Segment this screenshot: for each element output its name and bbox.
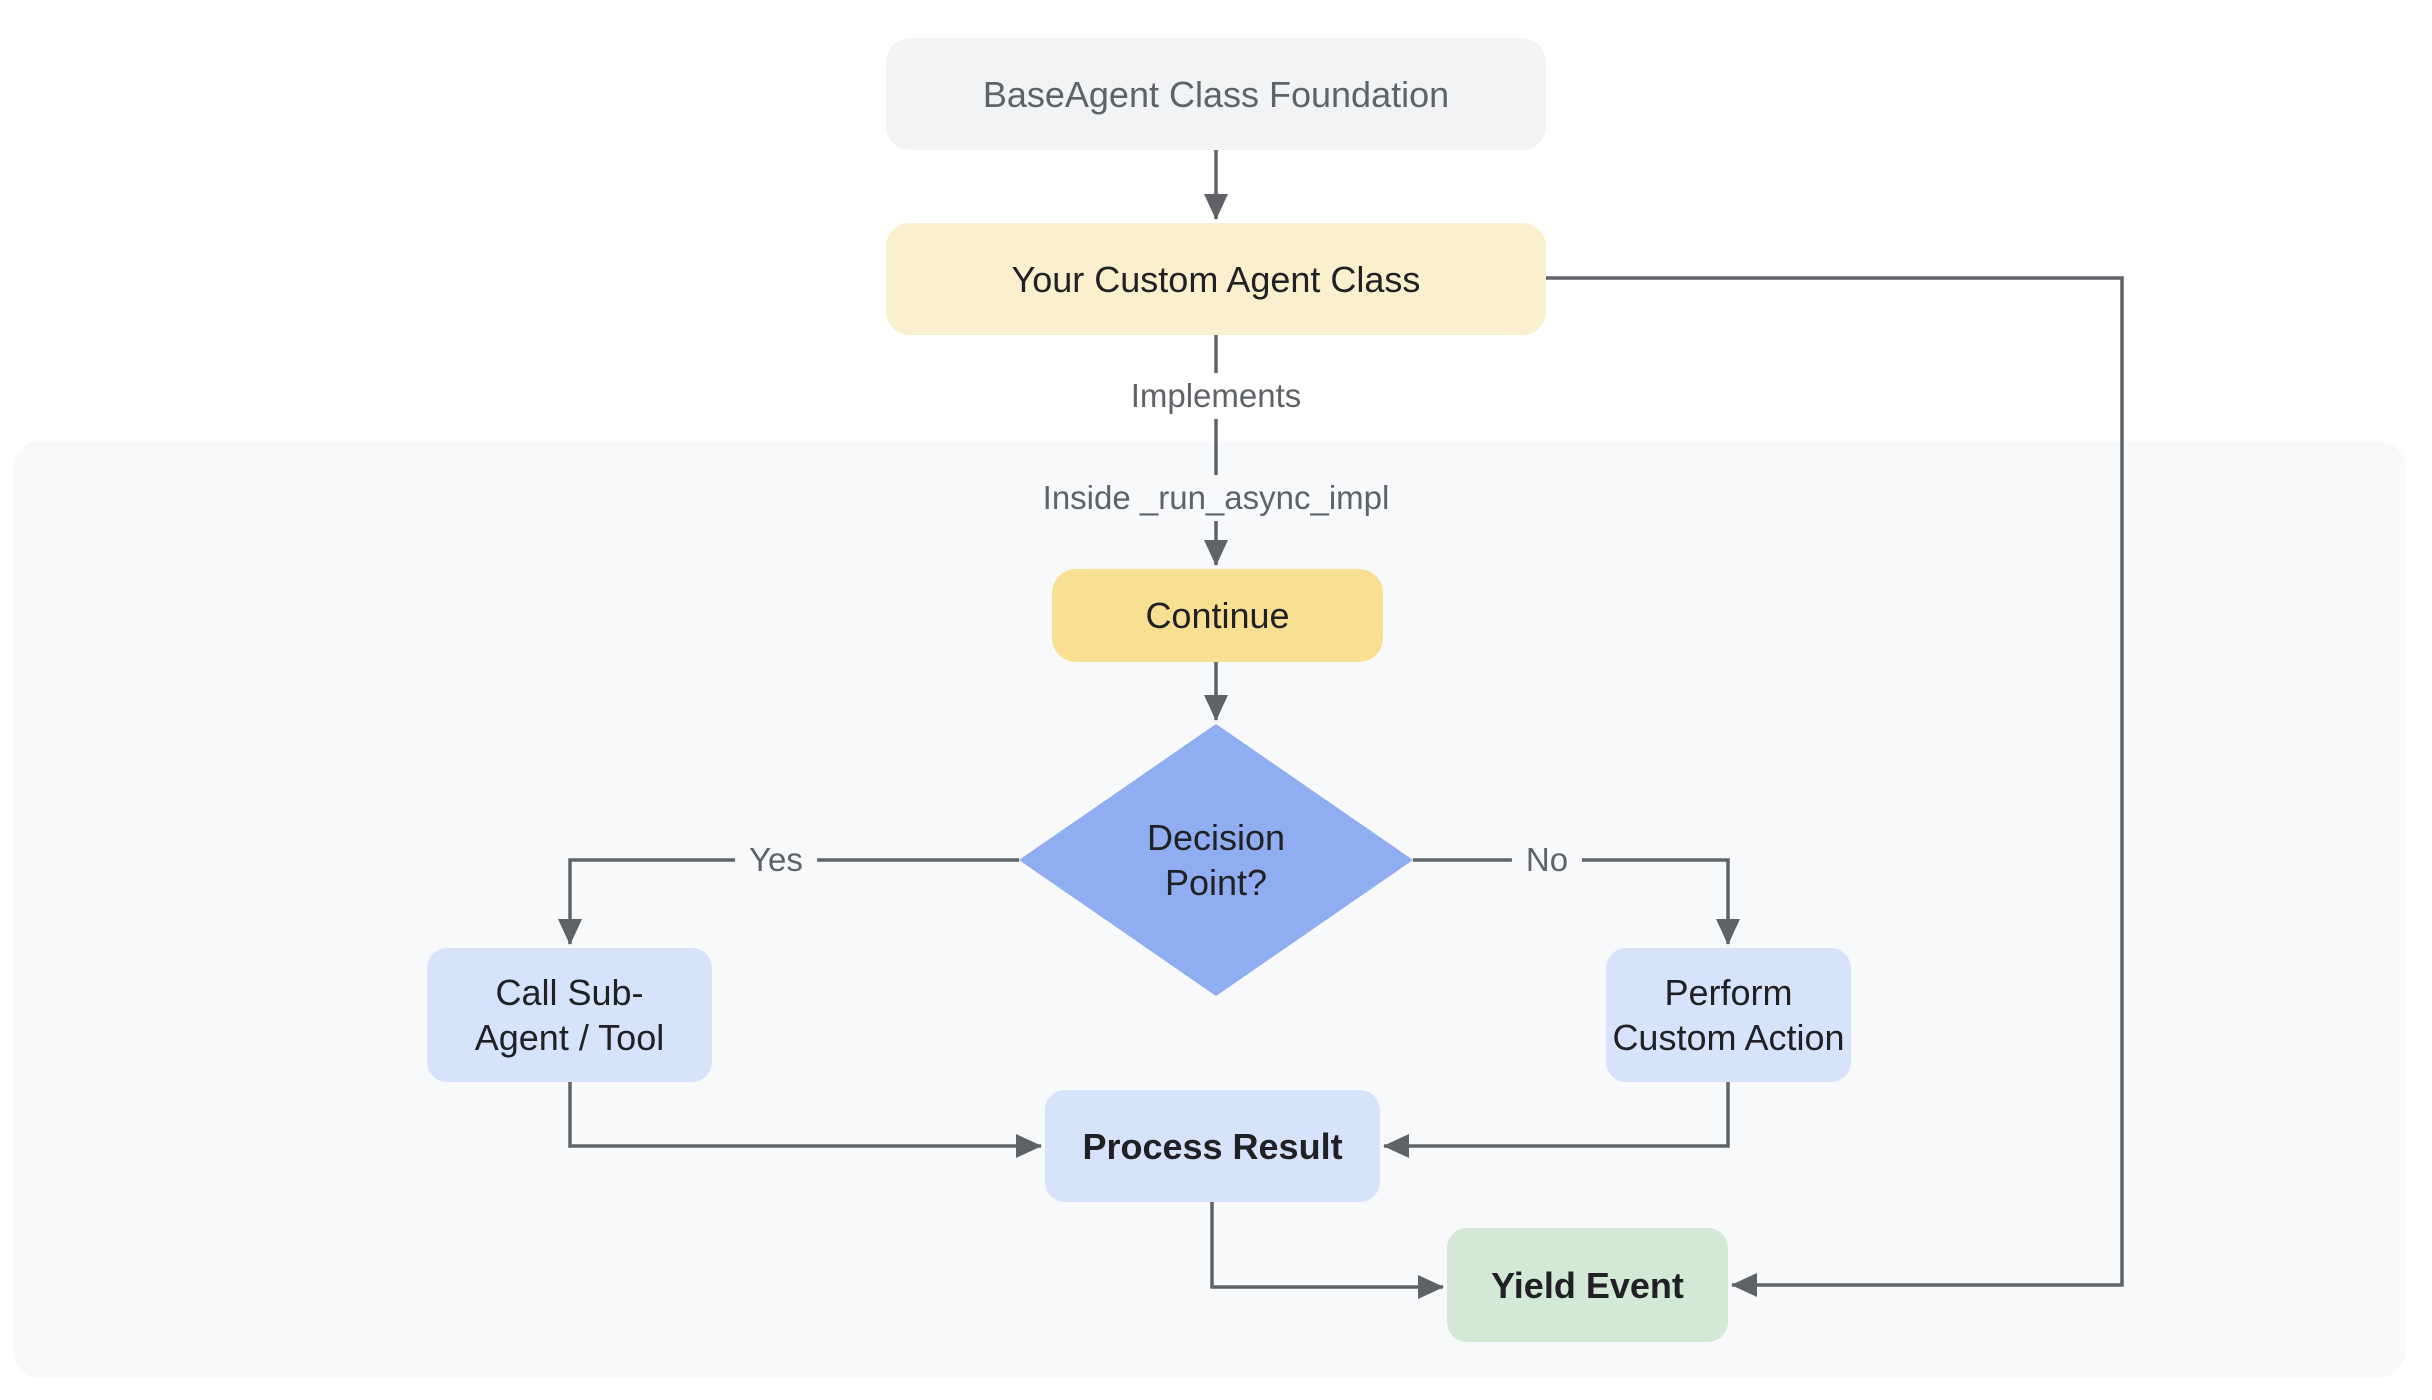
edge-label-no: No <box>1511 837 1583 883</box>
node-process-result: Process Result <box>1045 1090 1380 1202</box>
decision-diamond-shape <box>1019 724 1413 996</box>
node-baseagent-foundation: BaseAgent Class Foundation <box>886 38 1546 150</box>
node-perform-custom-action: Perform Custom Action <box>1606 948 1851 1082</box>
edge-perform-to-process <box>1383 1082 1730 1158</box>
node-label-line2: Point? <box>1164 862 1268 903</box>
edge-custom-agent-to-yield-feedback <box>1546 276 2124 1297</box>
node-label: Your Custom Agent Class <box>1011 258 1421 300</box>
node-yield-event: Yield Event <box>1447 1228 1728 1342</box>
node-continue: Continue <box>1052 569 1383 662</box>
edge-call-sub-to-process <box>568 1082 1042 1158</box>
node-label: Process Result <box>1082 1125 1343 1167</box>
node-call-sub-agent-tool: Call Sub- Agent / Tool <box>427 948 712 1082</box>
edge-process-to-yield <box>1210 1202 1444 1299</box>
node-your-custom-agent-class: Your Custom Agent Class <box>886 223 1546 335</box>
node-label-line1: Perform <box>1664 972 1793 1013</box>
node-label: Yield Event <box>1491 1264 1684 1306</box>
edge-label-yes: Yes <box>735 837 817 883</box>
node-label: Continue <box>1145 595 1290 636</box>
node-decision-point: Decision Point? <box>1019 724 1413 996</box>
node-label-line1: Call Sub- <box>495 972 644 1013</box>
edge-label-inside-run-async-impl: Inside _run_async_impl <box>1028 475 1404 521</box>
node-label-line1: Decision <box>1146 817 1286 858</box>
edge-label-implements: Implements <box>1116 373 1316 419</box>
node-label-line2: Agent / Tool <box>474 1017 665 1058</box>
node-label: BaseAgent Class Foundation <box>982 73 1450 115</box>
node-label-line2: Custom Action <box>1612 1017 1845 1058</box>
edge-decision-yes-to-call-sub <box>558 858 1019 945</box>
